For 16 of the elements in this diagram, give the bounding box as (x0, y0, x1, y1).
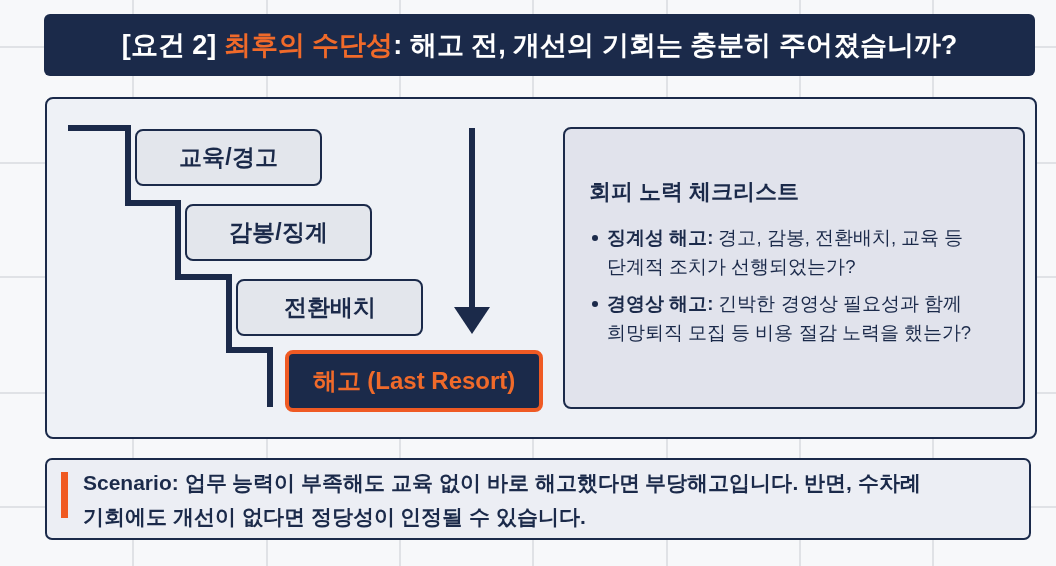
step-label: 감봉/징계 (229, 218, 328, 247)
step-label: 교육/경고 (179, 143, 278, 172)
content-panel (45, 97, 1037, 439)
checklist-item: 경영상 해고: 긴박한 경영상 필요성과 함께 희망퇴직 모집 등 비용 절감 노력을 했는가? (607, 293, 972, 343)
final-step-box (285, 350, 543, 412)
checklist-heading: 회피 노력 체크리스트 (589, 178, 801, 206)
checklist-box (563, 127, 1025, 409)
step-label: 해고 (Last Resort) (312, 366, 516, 396)
step-box (135, 129, 322, 186)
title-banner: [요건 2] 최후의 수단성: 해고 전, 개선의 기회는 충분히 주어졌습니까? (44, 14, 1035, 76)
step-box (185, 204, 372, 261)
checklist-item: 징계성 해고: 경고, 감봉, 전환배치, 교육 등 단계적 조치가 선행되었는가? (607, 227, 964, 277)
step-box (236, 279, 423, 336)
step-label: 전환배치 (283, 293, 376, 322)
scenario-box (45, 458, 1031, 540)
scenario-text: Scenario: 업무 능력이 부족해도 교육 없이 바로 해고했다면 부당해고입니다. 반면, 수차례 기회에도 개선이 없다면 정당성이 인정될 수 있습니다. (83, 470, 922, 530)
